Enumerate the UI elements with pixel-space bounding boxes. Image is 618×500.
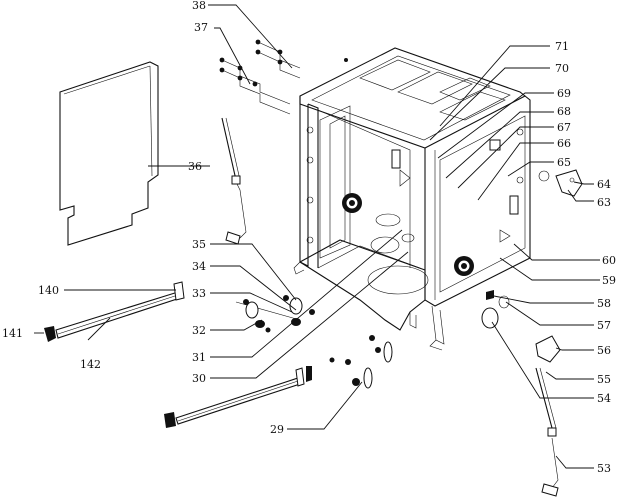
label-33: 33 <box>192 287 206 300</box>
hinge-parts-bottom <box>329 335 393 389</box>
label-34: 34 <box>192 260 206 273</box>
label-30: 30 <box>192 372 206 385</box>
label-54: 54 <box>597 392 611 405</box>
label-31: 31 <box>192 351 206 364</box>
label-142: 142 <box>80 358 101 371</box>
label-70: 70 <box>555 62 569 75</box>
label-35: 35 <box>192 238 206 251</box>
label-56: 56 <box>597 344 611 357</box>
label-38: 38 <box>192 0 206 12</box>
tub-body <box>293 47 531 351</box>
label-66: 66 <box>557 137 571 150</box>
part-labels: 38 37 71 70 69 68 67 66 65 64 63 36 35 3… <box>2 0 616 475</box>
label-67: 67 <box>557 121 571 134</box>
label-71: 71 <box>555 40 569 53</box>
label-68: 68 <box>557 105 571 118</box>
label-32: 32 <box>192 324 206 337</box>
kick-rail-lower <box>164 366 312 428</box>
hinge-parts-left <box>235 295 315 333</box>
label-58: 58 <box>597 297 611 310</box>
kick-rail-upper <box>44 281 185 342</box>
label-69: 69 <box>557 87 571 100</box>
label-55: 55 <box>597 373 611 386</box>
label-36: 36 <box>188 160 202 173</box>
screws-37-38 <box>219 39 348 115</box>
label-63: 63 <box>597 196 611 209</box>
label-59: 59 <box>602 274 616 287</box>
label-57: 57 <box>597 319 611 332</box>
label-60: 60 <box>602 254 616 267</box>
label-37: 37 <box>194 21 208 34</box>
right-side-parts <box>481 169 583 497</box>
label-64: 64 <box>597 178 611 191</box>
hinge-spring-left <box>221 117 247 245</box>
label-53: 53 <box>597 462 611 475</box>
door-panel <box>59 61 159 246</box>
label-65: 65 <box>557 156 571 169</box>
label-141: 141 <box>2 327 23 340</box>
label-140: 140 <box>38 284 59 297</box>
label-29: 29 <box>270 423 284 436</box>
leader-lines <box>34 4 600 469</box>
